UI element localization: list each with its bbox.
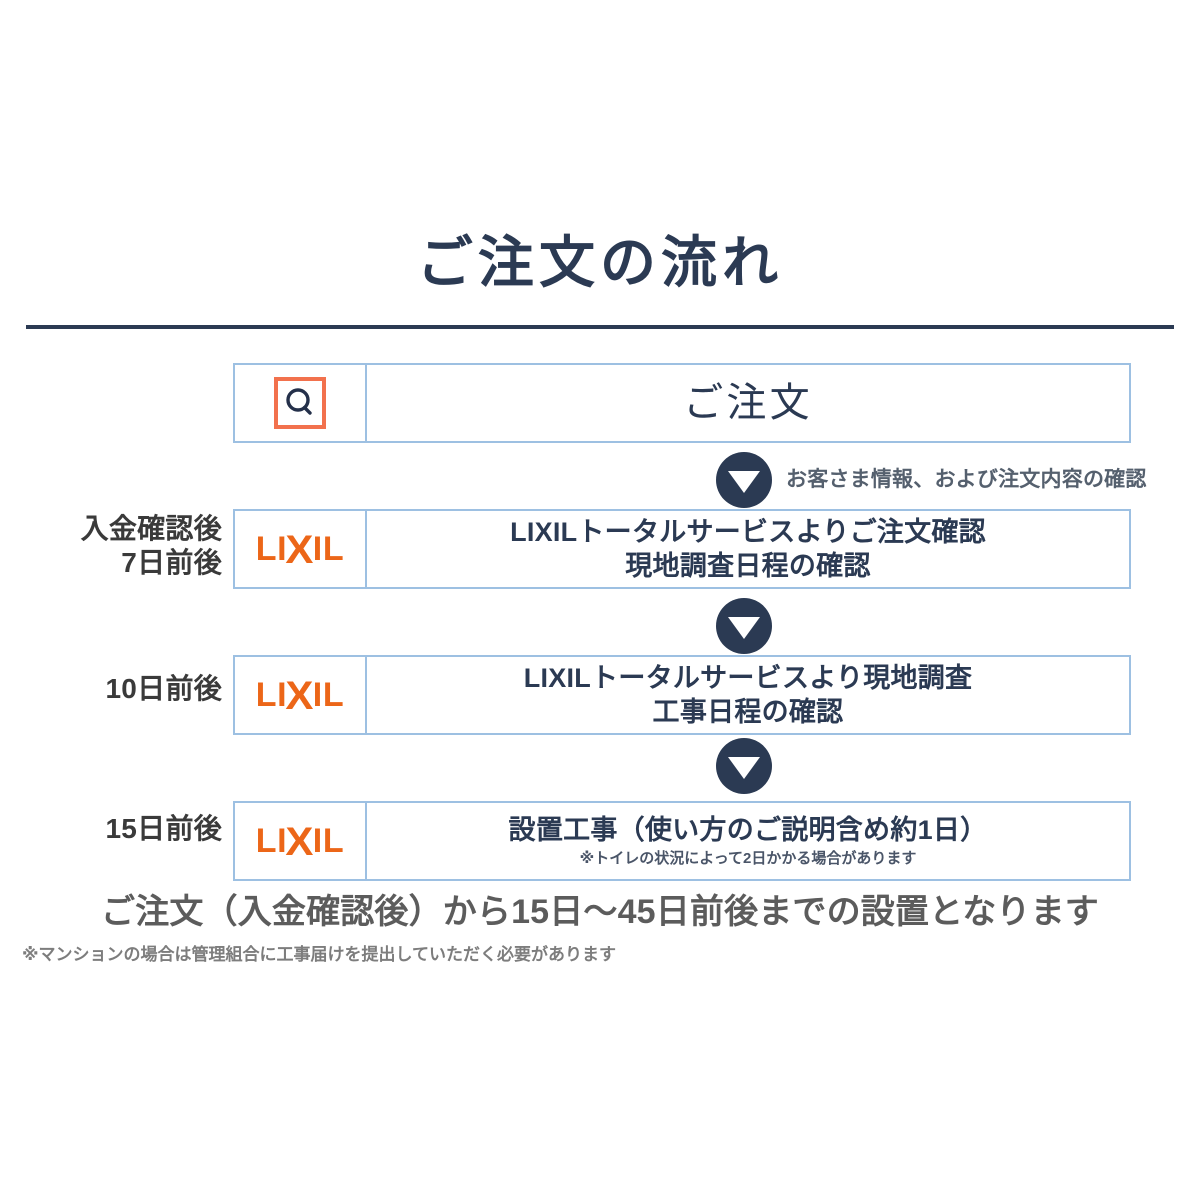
down-arrow-icon <box>716 738 772 794</box>
footnote-text: ※マンションの場合は管理組合に工事届けを提出していただく必要があります <box>22 945 617 964</box>
time-label-step2: 入金確認後 7日前後 <box>81 512 222 580</box>
lixil-logo-part2: IL <box>312 530 345 568</box>
flow-step-1: ご注文 <box>233 363 1131 443</box>
flow-step-2-body: LIXILトータルサービスよりご注文確認 現地調査日程の確認 <box>367 511 1129 587</box>
page-title: ご注文の流れ <box>416 231 784 294</box>
flow-step-4-body: 設置工事（使い方のご説明含め約1日） ※トイレの状況によって2日かかる場合があり… <box>367 803 1129 879</box>
lixil-logo-x: X <box>285 528 315 572</box>
flow-step-4-note: ※トイレの状況によって2日かかる場合があります <box>579 850 917 867</box>
time-label-step2-line2: 7日前後 <box>121 547 222 578</box>
down-arrow-icon <box>716 452 772 508</box>
time-label-step3-line1: 10日前後 <box>105 673 222 704</box>
lixil-logo-part2: IL <box>312 822 345 860</box>
time-label-step4: 15日前後 <box>105 812 222 846</box>
search-icon <box>286 388 312 415</box>
flow-step-2-title: LIXILトータルサービスよりご注文確認 <box>510 517 986 547</box>
time-label-step4-line1: 15日前後 <box>105 813 222 844</box>
lixil-logo-part1: LI <box>255 676 288 714</box>
flow-step-1-icon-cell <box>235 365 367 441</box>
flow-step-1-body: ご注文 <box>367 365 1129 441</box>
title-divider <box>26 325 1174 329</box>
lixil-logo-part1: LI <box>255 822 288 860</box>
flow-step-2-subtitle: 現地調査日程の確認 <box>625 551 871 581</box>
flow-step-3-body: LIXILトータルサービスより現地調査 工事日程の確認 <box>367 657 1129 733</box>
flow-step-3-subtitle: 工事日程の確認 <box>652 697 844 727</box>
summary-text: ご注文（入金確認後）から15日〜45日前後までの設置となります <box>101 893 1099 931</box>
flow-step-3-title: LIXILトータルサービスより現地調査 <box>523 663 973 693</box>
lixil-logo-x: X <box>285 674 315 718</box>
flow-step-1-title: ご注文 <box>683 381 813 425</box>
flow-step-4-title: 設置工事（使い方のご説明含め約1日） <box>508 815 988 845</box>
time-label-step3: 10日前後 <box>105 672 222 706</box>
arrow-caption-1: お客さま情報、および注文内容の確認 <box>786 468 1147 491</box>
time-label-step2-line1: 入金確認後 <box>80 513 222 544</box>
down-arrow-icon <box>716 598 772 654</box>
lixil-logo-part1: LI <box>255 530 288 568</box>
lixil-logo-part2: IL <box>312 676 345 714</box>
search-icon-frame <box>274 377 326 429</box>
time-labels-column: 入金確認後 7日前後 10日前後 15日前後 <box>0 0 222 1200</box>
lixil-logo-x: X <box>285 820 315 864</box>
